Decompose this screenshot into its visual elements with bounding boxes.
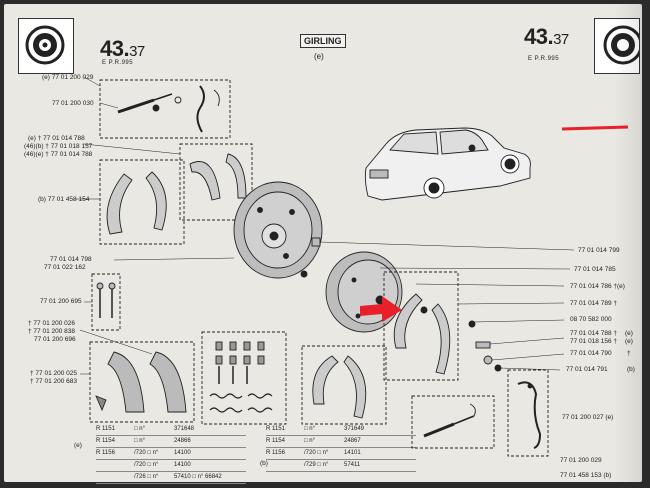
spring-kit-group	[201, 331, 287, 425]
red-arrow	[360, 296, 402, 322]
ref-left-8: 77 01 200 695	[40, 298, 82, 305]
page-code-right: 43.37	[524, 24, 569, 49]
brake-drum-icon-left	[18, 18, 74, 74]
brake-shoes-right-group	[383, 271, 565, 381]
table-row: R 1156/720 □ n°14100	[96, 448, 246, 460]
ref-right-4: 08 70 582 000	[570, 316, 612, 323]
table-left-label: (e)	[74, 442, 82, 449]
ref-left-13: † 77 01 200 683	[30, 378, 77, 385]
backing-plate-left	[113, 181, 323, 279]
ref-left-5: (b) 77 01 458 154	[38, 196, 90, 203]
table-row: R 1156/720 □ n°14101	[266, 448, 416, 460]
ref-right-10: 77 01 200 029	[560, 457, 602, 464]
ref-left-4: (46)(e) † 77 01 014 788	[24, 151, 93, 158]
ref-right-7: 77 01 014 790	[570, 350, 612, 357]
table-row: R 1151□ n°371649	[266, 424, 416, 436]
ref-right-9: 77 01 200 027 (e)	[562, 414, 614, 421]
brake-shoes-center-group	[83, 143, 253, 221]
brake-shoes-lower-group	[301, 345, 387, 425]
ref-left-10: † 77 01 200 838	[28, 328, 75, 335]
ref-left-11: 77 01 200 696	[34, 336, 76, 343]
highlight-underline	[561, 125, 629, 131]
page-code-sub-left: E P.R.995	[102, 60, 134, 66]
ref-right-11: 77 01 458 153 (b)	[560, 472, 612, 479]
ref-left-6: 77 01 014 798	[50, 256, 92, 263]
page-code-left: 43.37	[100, 36, 145, 61]
car-illustration	[364, 127, 531, 201]
brake-shoes-left-group	[74, 159, 185, 245]
brake-linings-group	[79, 329, 195, 423]
ref-right-flag-0: (e)	[625, 330, 633, 337]
page-code-sub-right: E P.R.995	[528, 56, 560, 62]
adjuster-lower-group	[411, 395, 495, 449]
table-right-label: (b)	[260, 460, 268, 467]
exploded-parts-drawing	[74, 76, 629, 457]
ref-right-flag-1: (e)	[625, 338, 633, 345]
ref-right-flag-3: †	[627, 350, 631, 357]
brand-label: GIRLING	[300, 34, 346, 48]
ref-left-3: (46)(b) † 77 01 018 157	[24, 143, 93, 150]
ref-right-8: 77 01 014 791	[566, 366, 608, 373]
adjuster-hardware-group	[83, 76, 231, 139]
backing-plate-right	[325, 251, 571, 333]
ref-right-flag-2: (b)	[627, 366, 635, 373]
ref-right-2: 77 01 014 786 †(e)	[570, 283, 625, 290]
hold-down-pins-group	[84, 273, 121, 331]
ref-left-7: 77 01 022 162	[44, 264, 86, 271]
brand-symbol: (e)	[314, 52, 324, 61]
ref-left-0: (e) 77 01 200 029	[42, 74, 94, 81]
ref-right-0: 77 01 014 799	[578, 247, 620, 254]
table-row: /726 □ n°57410 □ n° 66842	[96, 472, 246, 484]
catalog-page: 43.37 E P.R.995 GIRLING (e) 43.37 E P.R.…	[4, 4, 643, 484]
ref-right-6: 77 01 018 156 †	[570, 338, 617, 345]
table-left: R 1151□ n°371648 R 1154□ n°24866 R 1156/…	[96, 424, 246, 484]
ref-right-5: 77 01 014 788 †	[570, 330, 617, 337]
table-row: /720 □ n°14100	[96, 460, 246, 472]
table-right: R 1151□ n°371649 R 1154□ n°24867 R 1156/…	[266, 424, 416, 472]
ref-right-3: 77 01 014 789 †	[570, 300, 617, 307]
table-row: R 1154□ n°24867	[266, 436, 416, 448]
ref-left-9: † 77 01 200 026	[28, 320, 75, 327]
lever-group	[507, 369, 549, 457]
table-row: /729 □ n°57411	[266, 460, 416, 472]
ref-left-12: † 77 01 200 025	[30, 370, 77, 377]
ref-left-2: (e) † 77 01 014 788	[28, 135, 85, 142]
ref-left-1: 77 01 200 030	[52, 100, 94, 107]
table-row: R 1151□ n°371648	[96, 424, 246, 436]
table-row: R 1154□ n°24866	[96, 436, 246, 448]
ref-right-1: 77 01 014 785	[574, 266, 616, 273]
